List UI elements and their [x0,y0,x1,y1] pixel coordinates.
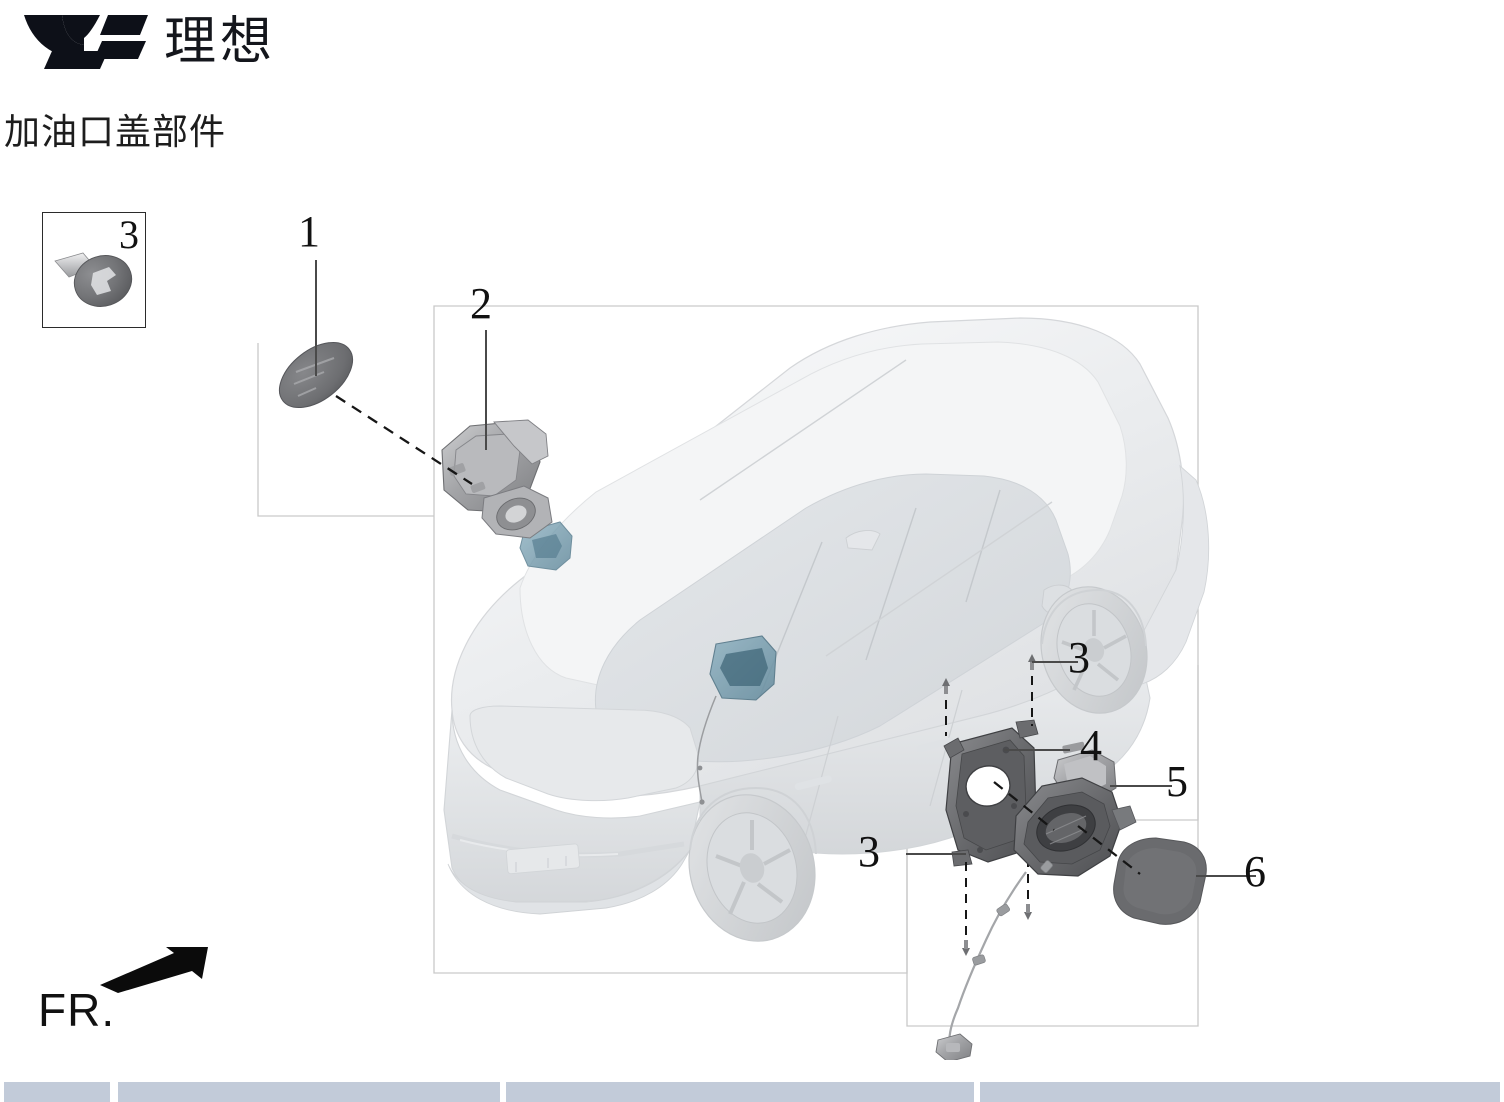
part-5-filler-door-housing [1013,741,1137,877]
brand-header: 理想 [22,6,352,78]
diagram-canvas: 1 2 3 3 4 5 6 [0,150,1504,1060]
exploded-parts-diagram [257,260,1256,1060]
callout-number-1: 1 [298,207,320,256]
front-wheel [1040,586,1148,714]
callout-number-3-upper: 3 [1068,633,1090,682]
bolt-icon [54,252,133,307]
direction-label: FR. [38,984,116,1036]
direction-indicator: FR. [38,945,228,1040]
part-2-charge-port-assembly [441,419,553,539]
group-outline-right [906,665,1199,1027]
callout-number-2: 2 [470,279,492,328]
inset-callout-number: 3 [119,212,139,257]
vehicle-illustration [443,317,1210,942]
leader-lines [315,260,1256,877]
release-cable-harness [935,860,1053,1060]
assembly-line-1-2 [335,395,473,485]
brand-wordmark: 理想 [164,13,277,71]
page-title: 加油口盖部件 [4,111,227,152]
callout-number-4: 4 [1080,721,1102,770]
inset-part-box: 3 [42,212,146,328]
footer-column-1 [4,1082,110,1102]
footer-column-4 [980,1082,1500,1102]
front-direction-arrow-icon [100,947,208,993]
part-3-bolts-group [942,654,1036,956]
footer-column-3 [506,1082,974,1102]
part-6-fuel-filler-door-cover [1113,837,1207,925]
callout-number-6: 6 [1244,847,1266,896]
assembly-lines-lower-group [993,781,1141,875]
footer-column-2 [118,1082,500,1102]
callout-number-3-lower: 3 [858,827,880,876]
li-auto-logo-icon [24,15,148,69]
callout-number-5: 5 [1166,757,1188,806]
footer-table-header [0,1082,1504,1102]
rear-wheel [688,794,816,942]
vehicle-release-cable [696,695,717,803]
fuel-door-highlight-marker [709,635,777,701]
